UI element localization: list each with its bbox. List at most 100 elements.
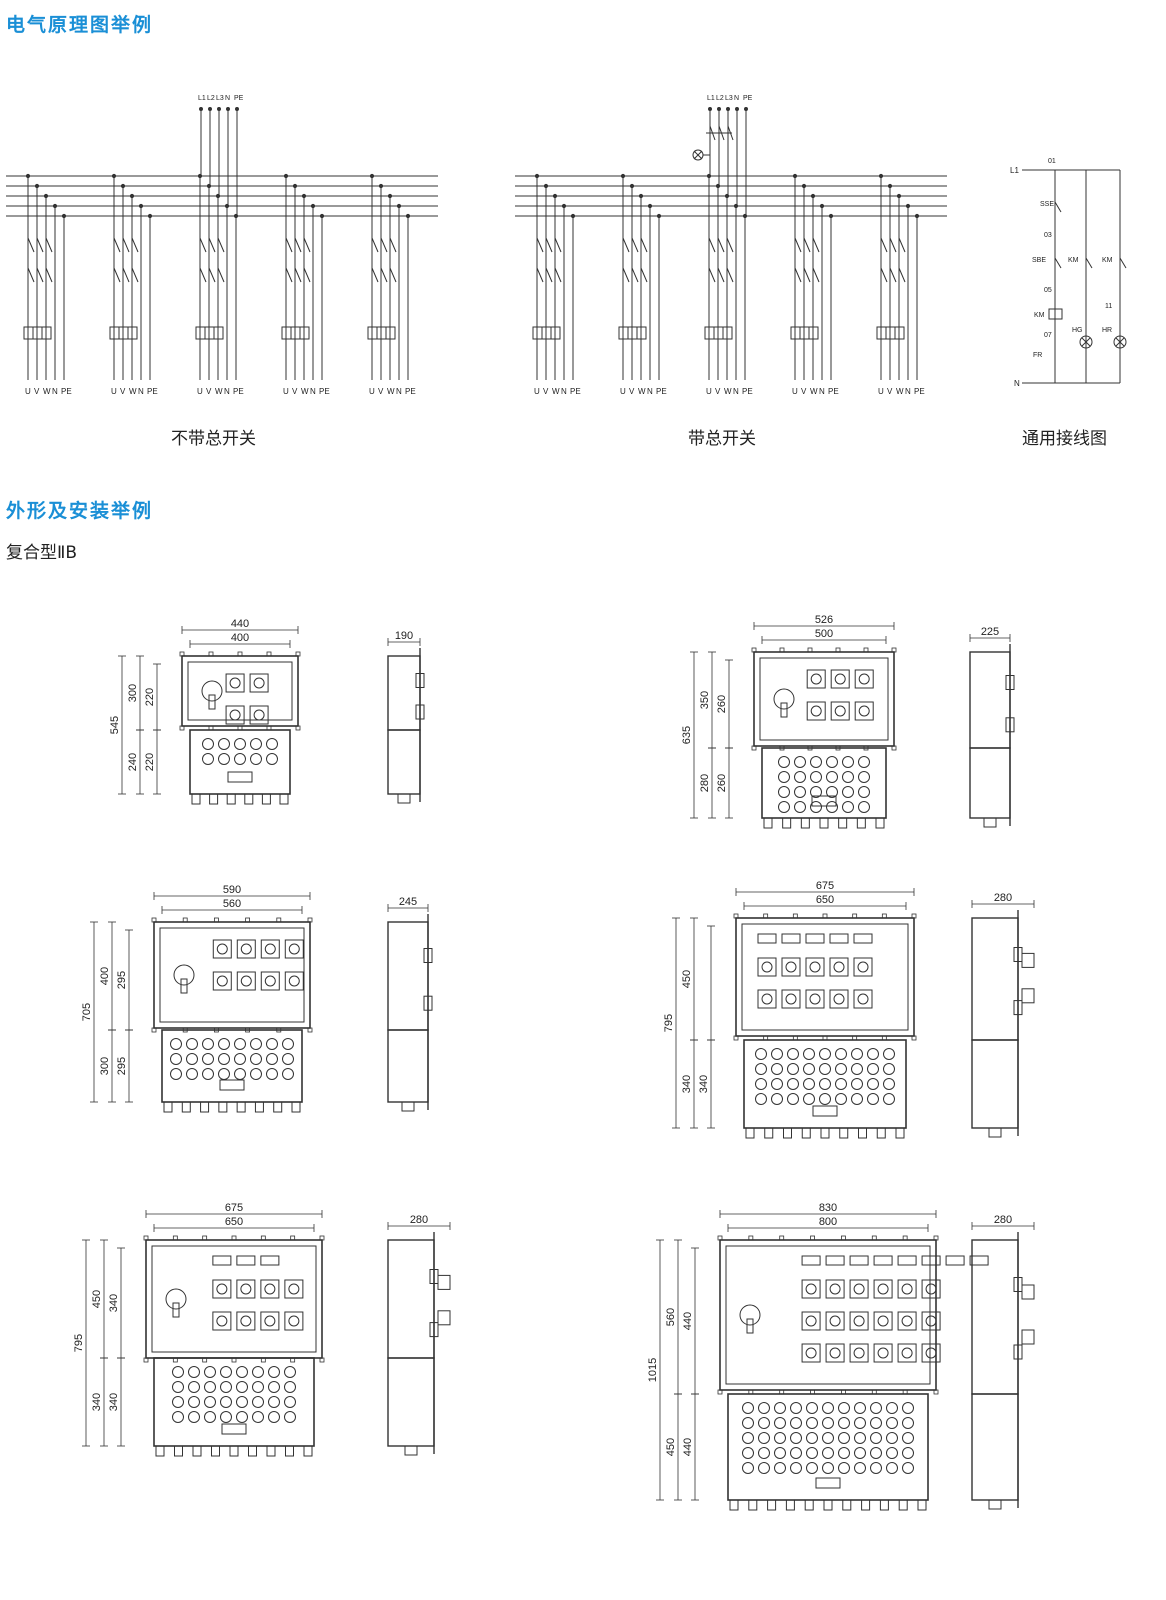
dim-label: 220 <box>144 753 156 771</box>
button-module <box>921 1343 941 1363</box>
output-label: PE <box>656 387 667 396</box>
indicator-knob-icon <box>883 1048 895 1060</box>
indicator-knob-icon <box>778 801 790 813</box>
button-icon <box>834 705 846 717</box>
contactor-contact <box>217 267 225 283</box>
bus-label: L3 <box>216 95 224 102</box>
indicator-knob-icon <box>842 756 854 768</box>
button-module <box>225 705 245 725</box>
indicator-knob-icon <box>774 1432 786 1444</box>
bus-label: L1 <box>707 95 715 102</box>
cable-gland-icon <box>209 793 219 805</box>
indicator-knob-icon <box>810 756 822 768</box>
output-label: PE <box>742 387 753 396</box>
side-hinge <box>415 704 425 720</box>
cable-gland-icon <box>764 1127 774 1139</box>
cable-gland-icon <box>729 1499 739 1511</box>
selector-switch-icon <box>739 1304 761 1326</box>
bolt <box>231 1235 237 1241</box>
button-icon <box>240 943 252 955</box>
button-module <box>236 1279 256 1299</box>
side-knob-icon <box>1021 988 1035 1004</box>
indicator-knob-icon <box>886 1417 898 1429</box>
cable-gland-icon <box>291 1101 301 1113</box>
switch-contact <box>1054 201 1062 213</box>
dim-label: 800 <box>819 1216 837 1228</box>
meter-window <box>212 1255 232 1266</box>
button-module <box>829 989 849 1009</box>
button-module <box>781 989 801 1009</box>
indicator-knob-icon <box>870 1462 882 1474</box>
wiring-label: L1 <box>1010 166 1019 175</box>
indicator-knob-icon <box>202 738 214 750</box>
bus-label: PE <box>234 95 244 102</box>
dim-label: 1015 <box>647 1358 659 1382</box>
indicator-knob-icon <box>883 1063 895 1075</box>
indicator-knob-icon <box>826 801 838 813</box>
indicator-knob-icon <box>883 1093 895 1105</box>
indicator-knob-icon <box>236 1411 248 1423</box>
contactor-contact <box>794 267 802 283</box>
breaker-contact <box>122 237 130 253</box>
dim-label: 440 <box>231 618 249 630</box>
button-module <box>873 1343 893 1363</box>
button-module <box>801 1311 821 1331</box>
contactor-contact <box>45 267 53 283</box>
button-icon <box>785 961 797 973</box>
output-label: W <box>129 387 137 396</box>
junction-dot <box>638 193 644 199</box>
button-icon <box>877 1347 889 1359</box>
indicator-knob-icon <box>886 1447 898 1459</box>
contactor-contact <box>371 267 379 283</box>
output-label: U <box>111 387 117 396</box>
output-label: V <box>629 387 635 396</box>
dim-label: 440 <box>682 1312 694 1330</box>
button-module <box>805 989 825 1009</box>
cable-gland-icon <box>181 1101 191 1113</box>
bolt <box>792 913 798 919</box>
cable-gland-icon <box>917 1499 927 1511</box>
cable-gland-icon <box>748 1499 758 1511</box>
cable-gland-icon <box>211 1445 220 1457</box>
indicator-knob-icon <box>284 1411 296 1423</box>
junction-dot <box>43 193 49 199</box>
output-label: N <box>733 387 739 396</box>
button-icon <box>925 1315 937 1327</box>
bolt <box>260 1235 266 1241</box>
indicator-knob-icon <box>854 1402 866 1414</box>
side-knob-icon <box>437 1310 451 1326</box>
output-label: U <box>197 387 203 396</box>
indicator-knob-icon <box>870 1432 882 1444</box>
bolt <box>852 913 858 919</box>
bolt <box>835 647 841 653</box>
breaker-contact <box>131 237 139 253</box>
output-label: N <box>310 387 316 396</box>
indicator-knob-icon <box>252 1396 264 1408</box>
bolt <box>933 1235 939 1241</box>
breaker-contact <box>45 237 53 253</box>
indicator-knob-icon <box>858 801 870 813</box>
output-label: V <box>378 387 384 396</box>
button-module <box>260 1311 280 1331</box>
button-icon <box>810 705 822 717</box>
indicator-knob-icon <box>268 1366 280 1378</box>
output-label: W <box>387 387 395 396</box>
top-box <box>735 917 915 1037</box>
indicator-knob-icon <box>858 771 870 783</box>
meter-window <box>921 1255 941 1266</box>
button-icon <box>901 1347 913 1359</box>
cable-gland-icon <box>804 1499 814 1511</box>
top-box-inner <box>151 1245 317 1353</box>
output-label: W <box>896 387 904 396</box>
indicator-knob-icon <box>282 1068 294 1080</box>
indicator-knob-icon <box>234 753 246 765</box>
indicator-knob-icon <box>787 1093 799 1105</box>
bolt <box>779 647 785 653</box>
button-icon <box>829 1347 841 1359</box>
indicator-knob-icon <box>755 1063 767 1075</box>
bus-label: L2 <box>716 95 724 102</box>
button-icon <box>240 975 252 987</box>
button-module <box>853 989 873 1009</box>
